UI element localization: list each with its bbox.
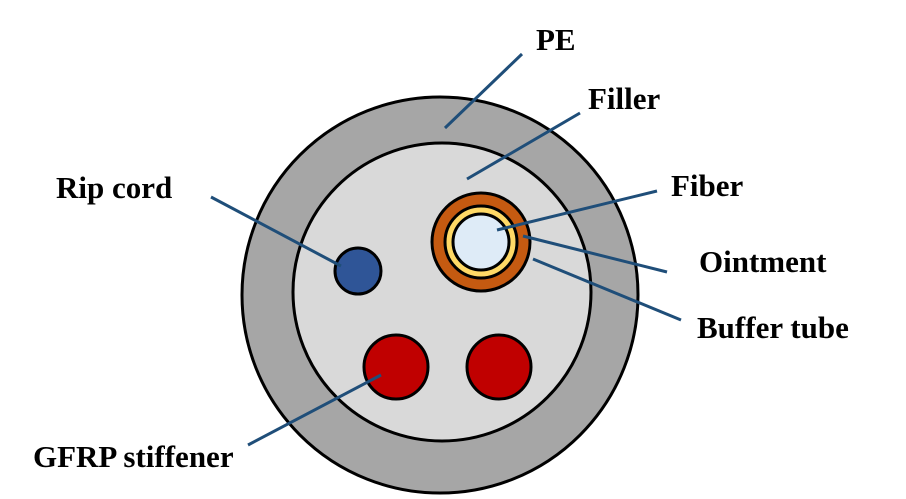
label-filler: Filler — [588, 81, 661, 116]
leader-line-ointment — [522, 234, 668, 274]
leader-line-filler — [466, 111, 581, 181]
gfrp-stiffener-left — [362, 333, 430, 401]
leader-line-fiber — [496, 189, 658, 232]
label-pe: PE — [536, 22, 576, 57]
label-buffer-tube: Buffer tube — [697, 310, 849, 345]
leader-line-gfrp-stiffener — [247, 373, 382, 447]
label-rip-cord: Rip cord — [56, 170, 173, 205]
leader-line-buffer-tube — [532, 257, 682, 322]
label-gfrp-stiffener: GFRP stiffener — [33, 439, 234, 474]
rip-cord — [333, 246, 383, 296]
leader-line-pe — [443, 52, 524, 130]
fiber-core — [451, 212, 511, 272]
label-ointment: Ointment — [699, 244, 827, 279]
leader-line-rip-cord — [210, 195, 342, 268]
gfrp-stiffener-right — [465, 333, 533, 401]
label-fiber: Fiber — [671, 168, 744, 203]
